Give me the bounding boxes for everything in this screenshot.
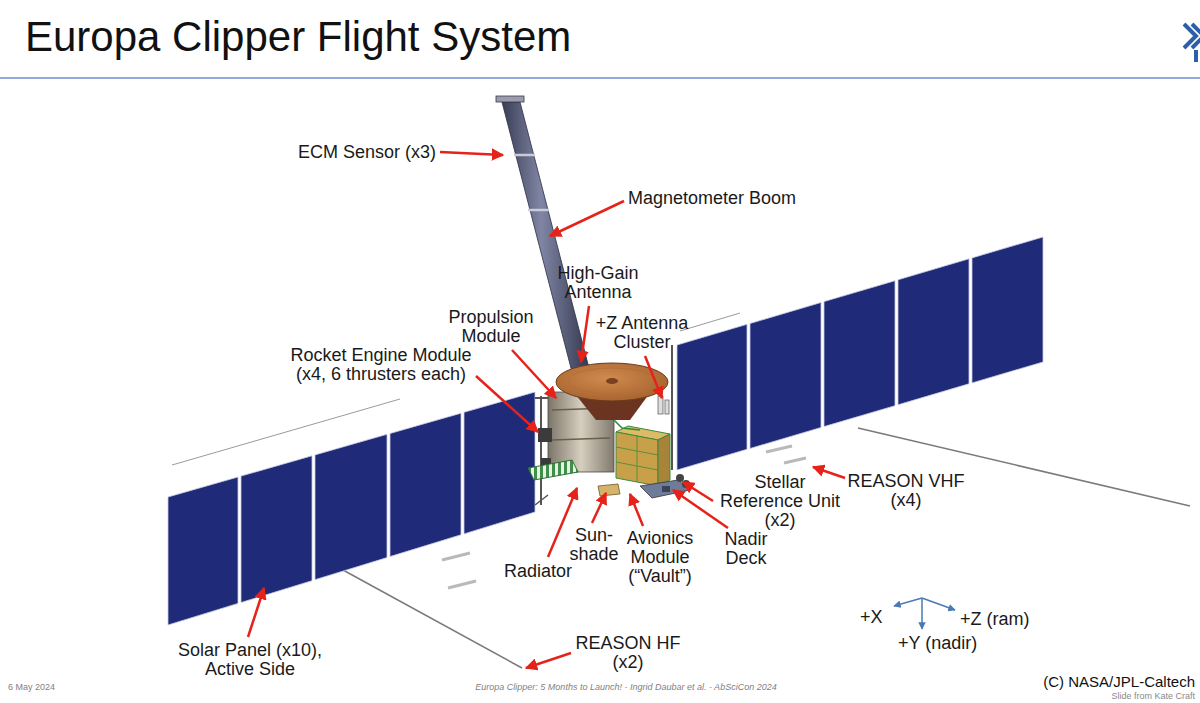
axis-triad	[894, 598, 922, 606]
watermark: (C) NASA/JPL-Caltech	[1043, 674, 1195, 690]
logo	[1192, 24, 1200, 48]
spacecraft-body	[540, 396, 542, 505]
leader-arrows	[248, 588, 264, 637]
part-label: Magnetometer Boom	[628, 189, 796, 208]
leader-arrows	[630, 494, 643, 526]
leader-arrows	[645, 356, 662, 398]
spacecraft-body	[637, 436, 638, 482]
leader-arrows	[550, 201, 624, 236]
logo	[1184, 24, 1200, 62]
axis-label: +Y (nadir)	[898, 634, 977, 653]
solar-array-left	[464, 392, 535, 534]
spacecraft-body	[528, 345, 690, 505]
reason-vhf-elements	[784, 458, 806, 463]
spacecraft-body	[606, 378, 618, 384]
slide-title: Europa Clipper Flight System	[25, 16, 571, 58]
logo	[1194, 50, 1198, 62]
spacecraft-body	[665, 400, 669, 414]
reason-antenna-wires	[680, 313, 740, 331]
spacecraft-body	[552, 438, 610, 440]
solar-array-left	[168, 392, 535, 625]
reason-vhf-elements	[442, 553, 470, 560]
part-label: Rocket Engine Module (x4, 6 thrusters ea…	[283, 346, 479, 384]
part-label: ECM Sensor (x3)	[298, 143, 436, 162]
spacecraft-body	[662, 486, 670, 492]
leader-arrows	[813, 467, 845, 478]
solar-array-right	[824, 281, 895, 427]
part-label: Sun- shade	[566, 526, 622, 564]
leader-arrows	[476, 376, 538, 432]
spacecraft-body	[528, 460, 578, 480]
part-label: High-Gain Antenna	[552, 264, 644, 302]
solar-array-right	[677, 324, 747, 470]
reason-vhf-elements	[448, 581, 476, 588]
footer-citation: Europa Clipper: 5 Months to Launch! - In…	[475, 683, 776, 692]
magnetometer-boom	[528, 209, 549, 212]
leader-arrows	[683, 482, 713, 501]
reason-vhf-elements	[766, 446, 792, 452]
axis-label: +X	[860, 608, 883, 627]
part-label: REASON VHF (x4)	[845, 472, 967, 510]
solar-array-right	[898, 259, 969, 405]
spacecraft-body	[568, 368, 656, 394]
footer-credit: Slide from Kate Craft	[1111, 692, 1195, 701]
spacecraft-body	[538, 428, 552, 442]
spacecraft-body	[535, 397, 549, 399]
spacecraft-body	[598, 484, 620, 496]
header-rule	[0, 77, 1200, 79]
spacecraft-body	[616, 432, 658, 486]
spacecraft-body	[676, 474, 684, 482]
magnetometer-boom	[496, 96, 524, 102]
axis-triad	[894, 598, 955, 629]
solar-array-right	[677, 237, 1043, 470]
solar-array-left	[315, 434, 387, 579]
footer-date: 6 May 2024	[8, 683, 55, 692]
leader-arrows	[592, 493, 606, 523]
spacecraft-body	[614, 420, 640, 430]
axis-triad	[921, 598, 923, 629]
axis-label: +Z (ram)	[960, 610, 1030, 629]
spacecraft-body	[658, 396, 663, 414]
reason-antenna-wires	[172, 313, 1190, 668]
leader-arrows	[512, 350, 556, 398]
part-label: Propulsion Module	[443, 308, 539, 346]
part-label: Stellar Reference Unit (x2)	[718, 473, 842, 530]
axis-triad	[922, 598, 955, 610]
leader-arrows	[248, 152, 845, 668]
part-label: +Z Antenna Cluster	[592, 314, 692, 352]
part-label: Solar Panel (x10), Active Side	[172, 641, 328, 679]
solar-array-left	[168, 477, 238, 625]
spacecraft-body	[671, 345, 673, 470]
reason-antenna-wires	[343, 570, 522, 668]
spacecraft-body	[535, 495, 548, 505]
solar-array-left	[241, 456, 312, 603]
part-label: REASON HF (x2)	[570, 634, 686, 672]
magnetometer-boom	[514, 154, 535, 157]
solar-array-right	[750, 303, 821, 449]
leader-arrows	[526, 653, 571, 668]
leader-arrows	[440, 152, 503, 155]
solar-array-left	[390, 413, 461, 556]
leader-arrows	[581, 306, 589, 362]
leader-arrows	[673, 490, 728, 528]
part-label: Avionics Module (“Vault”)	[619, 529, 701, 586]
part-label: Nadir Deck	[716, 530, 776, 568]
spacecraft-body	[658, 434, 670, 486]
solar-array-right	[972, 237, 1043, 383]
part-label: Radiator	[504, 562, 572, 581]
